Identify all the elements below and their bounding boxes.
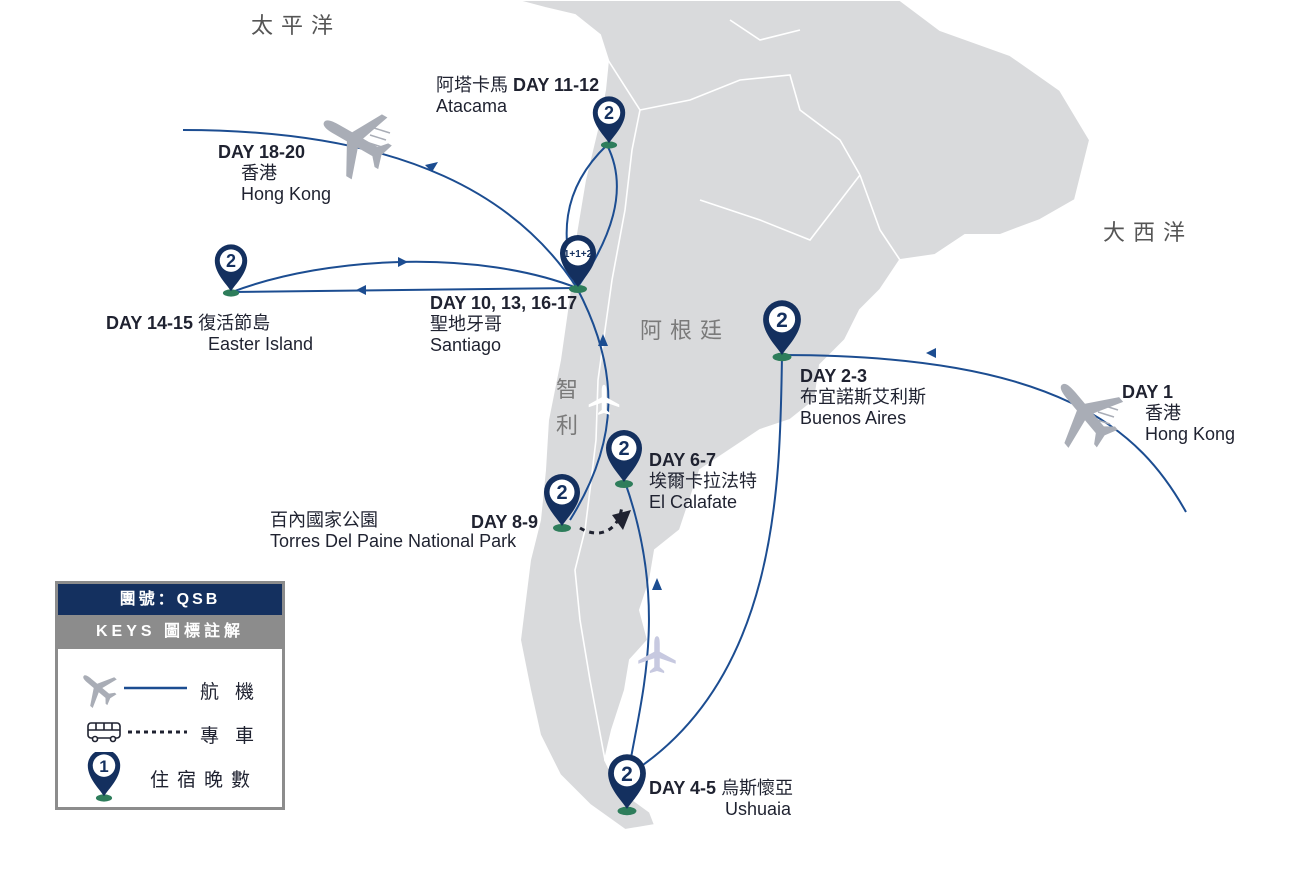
stop-label-atacama: 阿塔卡馬 DAY 11-12 Atacama <box>436 75 599 117</box>
coach-route <box>579 504 631 535</box>
stop-label-torres-del-paine: 百內國家公園 Torres Del Paine National Park <box>270 510 516 552</box>
stop-label-buenos-aires: DAY 2-3 布宜諾斯艾利斯 Buenos Aires <box>800 366 926 429</box>
stop-day: DAY 1 <box>1122 382 1174 402</box>
country-label-chile: 智 利 <box>556 373 578 445</box>
stop-label-hong-kong-end: DAY 18-20 香港 Hong Kong <box>218 142 331 205</box>
route-torres-santiago <box>569 287 610 521</box>
legend-title: KEYS 圖標註解 <box>58 615 282 649</box>
route-easter-santiago-back <box>231 287 578 293</box>
nights-atacama: 2 <box>604 103 614 123</box>
stop-label-easter-island: DAY 14-15 復活節島 Easter Island <box>106 313 313 355</box>
pin-nights-labels: 2 2 2 2 1+1+2 2 2 <box>226 103 788 786</box>
legend-coach-label: 專車 <box>200 726 271 747</box>
stop-label-hong-kong-start: DAY 1 香港 Hong Kong <box>1122 382 1235 445</box>
legend-row-coach: 專車 <box>58 712 282 752</box>
stop-day: DAY 11-12 <box>513 75 600 95</box>
country-borders <box>574 19 901 761</box>
stop-en: Easter Island <box>208 334 314 354</box>
tour-code: 團號：QSB <box>58 584 282 615</box>
stop-en: Atacama <box>436 96 508 116</box>
route-arrows <box>356 162 936 590</box>
bus-icon <box>87 722 121 743</box>
stop-en: El Calafate <box>649 492 738 512</box>
stop-day: DAY 4-5 <box>649 778 717 798</box>
nights-ushuaia: 2 <box>621 763 633 786</box>
nights-buenos-aires: 2 <box>776 309 788 332</box>
country-label-chile-1: 智 <box>556 378 579 403</box>
ocean-label-pacific: 太平洋 <box>251 14 342 39</box>
stop-zh: 烏斯懷亞 <box>721 778 794 798</box>
stop-zh: 聖地牙哥 <box>430 314 502 334</box>
stop-day: DAY 10, 13, 16-17 <box>430 293 578 313</box>
nights-el-calafate: 2 <box>618 438 629 460</box>
country-label-argentina: 阿根廷 <box>640 319 731 344</box>
legend-box: 團號：QSB KEYS 圖標註解 航機 專車 1 住宿晚數 <box>55 581 285 810</box>
stop-day: DAY 18-20 <box>218 142 306 162</box>
country-label-chile-2: 利 <box>556 414 579 439</box>
legend-flight-label: 航機 <box>200 682 271 703</box>
stop-label-ushuaia: DAY 4-5 烏斯懷亞 Ushuaia <box>649 778 793 820</box>
stop-en: Hong Kong <box>241 184 332 204</box>
nights-santiago: 1+1+2 <box>564 249 593 260</box>
stop-zh: 埃爾卡拉法特 <box>649 471 757 491</box>
stop-zh: 百內國家公園 <box>270 510 378 530</box>
stop-label-el-calafate: DAY 6-7 埃爾卡拉法特 El Calafate <box>649 450 757 513</box>
route-buenos-aires-ushuaia <box>627 354 783 776</box>
stop-en: Buenos Aires <box>800 408 907 428</box>
legend-pin-number: 1 <box>99 757 108 776</box>
stop-zh: 復活節島 <box>198 313 271 333</box>
stop-day: DAY 6-7 <box>649 450 717 470</box>
stop-day: DAY 2-3 <box>800 366 868 386</box>
stop-label-santiago: DAY 10, 13, 16-17 聖地牙哥 Santiago <box>430 293 577 356</box>
route-santiago-easter-out <box>231 260 578 293</box>
stop-en: Ushuaia <box>725 799 792 819</box>
legend-row-flight: 航機 <box>58 668 282 708</box>
legend-pin-symbol: 1 <box>87 752 121 802</box>
legend-nights-label: 住宿晚數 <box>150 770 259 791</box>
stop-day: DAY 8-9 <box>471 512 539 532</box>
route-santiago-hk <box>182 129 578 289</box>
plane-icon <box>306 91 1135 674</box>
legend-coach-symbol <box>87 722 187 743</box>
nights-easter-island: 2 <box>226 251 236 271</box>
nights-torres-del-paine: 2 <box>556 482 567 504</box>
stop-en: Santiago <box>430 335 502 355</box>
legend-row-nights: 1 住宿晚數 <box>58 752 282 802</box>
stop-zh: 布宜諾斯艾利斯 <box>800 387 926 407</box>
stop-day: DAY 14-15 <box>106 313 194 333</box>
stop-zh: 阿塔卡馬 <box>436 75 508 95</box>
ocean-label-atlantic: 大西洋 <box>1103 221 1194 246</box>
route-ushuaia-el-calafate <box>624 481 650 776</box>
stop-zh: 香港 <box>241 163 277 183</box>
stop-en: Torres Del Paine National Park <box>270 531 517 551</box>
stop-en: Hong Kong <box>1145 424 1236 444</box>
stop-zh: 香港 <box>1145 403 1181 423</box>
stop-label-torres-day: DAY 8-9 <box>471 512 538 533</box>
legend-flight-symbol <box>72 668 187 708</box>
plane-icon <box>72 668 124 708</box>
